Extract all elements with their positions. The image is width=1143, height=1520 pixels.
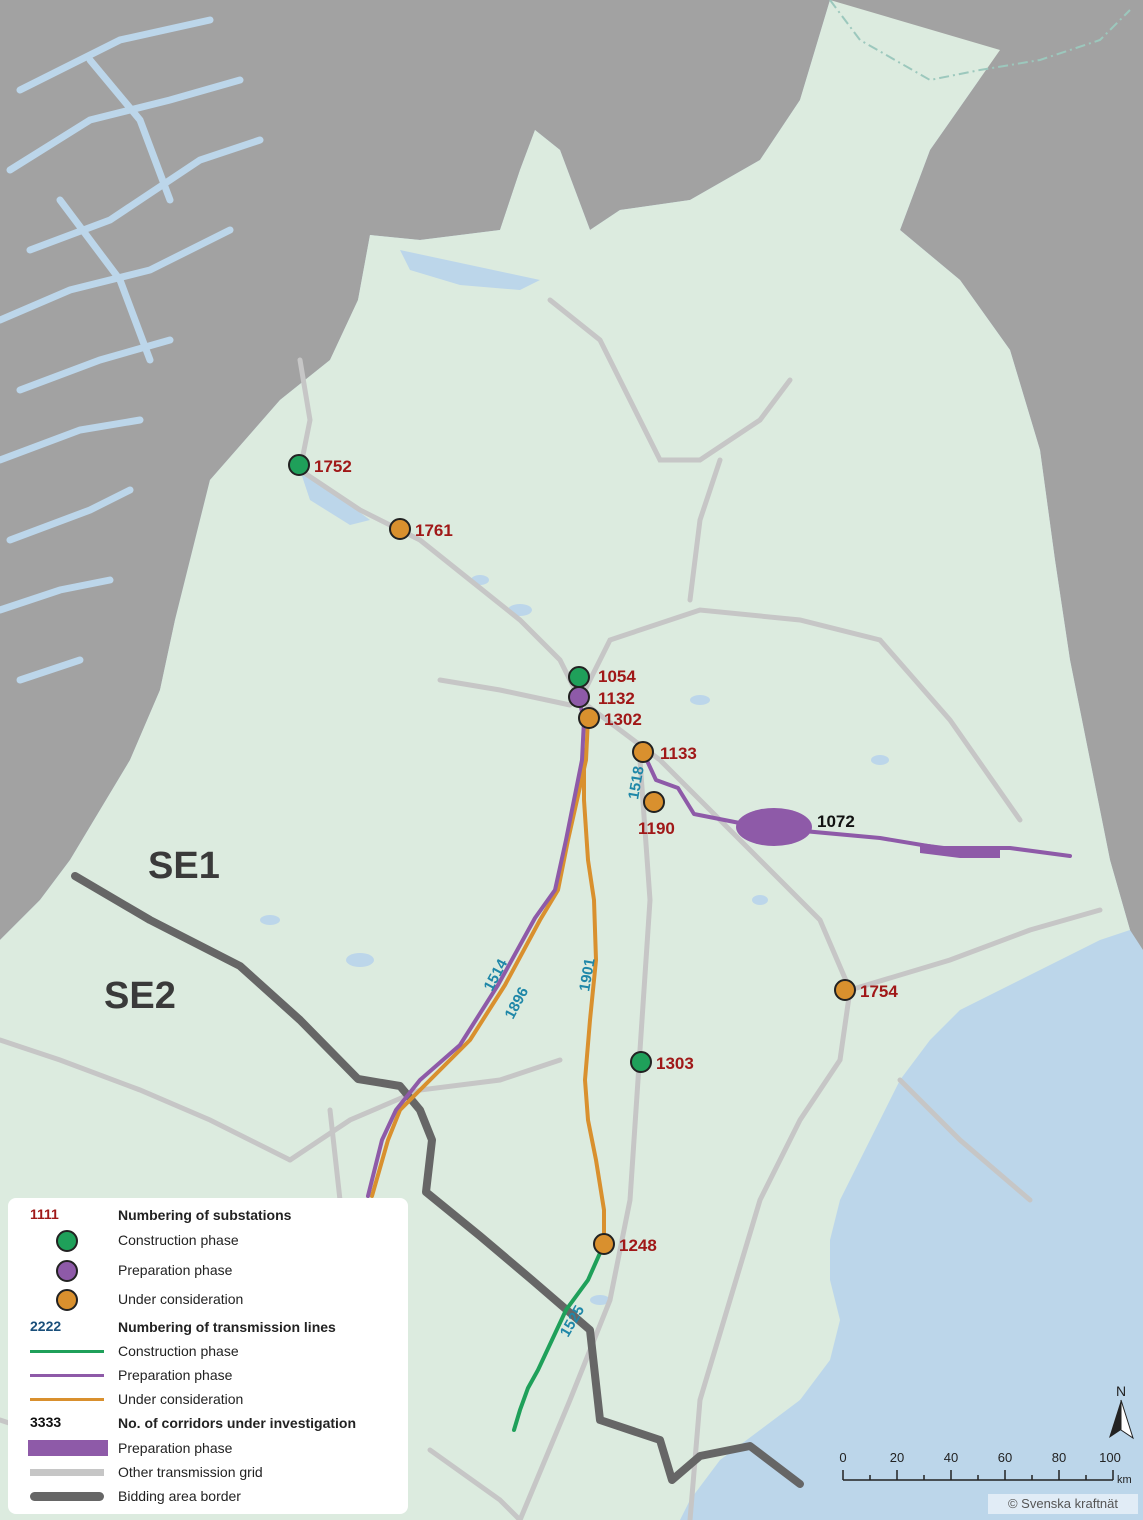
substation-label: 1302 [604, 710, 642, 729]
area-label-se2: SE2 [104, 975, 176, 1017]
substation-label: 1754 [860, 982, 898, 1001]
corridor-1072 [736, 808, 812, 846]
line-label: 1518 [625, 765, 648, 801]
finland-land-east [900, 20, 1143, 950]
scale-tick-label: 100 [1099, 1450, 1121, 1465]
fjords [0, 16, 264, 684]
scale-bar: 0 20 40 60 80 100 km [839, 1450, 1132, 1486]
legend-row: Preparation phase [8, 1259, 408, 1283]
legend-border-swatch [30, 1492, 104, 1501]
north-arrow: N [1109, 1383, 1134, 1440]
north-label: N [1116, 1383, 1126, 1399]
legend-row: 3333 No. of corridors under investigatio… [8, 1412, 408, 1436]
legend-row: 2222 Numbering of transmission lines [8, 1316, 408, 1340]
lines-under-consideration [370, 716, 606, 1246]
substation-marker[interactable] [578, 707, 600, 729]
scale-tick-label: 20 [890, 1450, 904, 1465]
scale-tick-label: 40 [944, 1450, 958, 1465]
lakes [260, 250, 1143, 1520]
legend-line-number-sample: 2222 [30, 1318, 62, 1334]
legend-line-preparation: Preparation phase [118, 1367, 233, 1383]
legend-other-grid: Other transmission grid [118, 1464, 263, 1480]
legend-construction-circle-icon [56, 1230, 78, 1252]
legend-construction-line-swatch [30, 1350, 104, 1353]
legend-line-consideration: Under consideration [118, 1391, 244, 1407]
legend-line-construction: Construction phase [118, 1343, 239, 1359]
legend-corridor-swatch [28, 1440, 108, 1456]
legend-consideration-line-swatch [30, 1398, 104, 1401]
legend-line-heading: Numbering of transmission lines [118, 1319, 336, 1335]
copyright-notice: © Svenska kraftnät [988, 1494, 1138, 1514]
substation-label: 1752 [314, 457, 352, 476]
legend-corridor-heading: No. of corridors under investigation [118, 1415, 357, 1431]
legend-border: Bidding area border [118, 1488, 241, 1504]
legend-row: Preparation phase [8, 1364, 408, 1388]
legend-sub-number-sample: 1111 [30, 1206, 59, 1222]
substation-marker[interactable] [389, 518, 411, 540]
legend-sub-consideration: Under consideration [118, 1291, 244, 1307]
area-label-se1: SE1 [148, 845, 220, 887]
substation-label: 1190 [638, 819, 675, 838]
map-legend: 1111 Numbering of substations Constructi… [8, 1198, 408, 1514]
legend-row: Under consideration [8, 1388, 408, 1412]
substation-marker[interactable] [643, 791, 665, 813]
scale-tick-label: 60 [998, 1450, 1012, 1465]
scale-tick-label: 0 [839, 1450, 846, 1465]
legend-sub-heading: Numbering of substations [118, 1207, 292, 1223]
legend-preparation-line-swatch [30, 1374, 104, 1377]
legend-consideration-circle-icon [56, 1289, 78, 1311]
substation-label: 1248 [619, 1236, 657, 1255]
norway-land [0, 0, 830, 940]
corridor-1072-tail [920, 843, 1000, 858]
legend-row: Construction phase [8, 1340, 408, 1364]
substation-label: 1133 [660, 744, 697, 763]
substation-marker[interactable] [593, 1233, 615, 1255]
substations [288, 454, 856, 1255]
substation-label: 1054 [598, 667, 636, 686]
legend-row: Other transmission grid [8, 1461, 408, 1485]
legend-row: Under consideration [8, 1288, 408, 1312]
corridor-label: 1072 [817, 812, 855, 831]
legend-row: Construction phase [8, 1229, 408, 1253]
legend-preparation-circle-icon [56, 1260, 78, 1282]
national-border [829, 0, 1131, 82]
legend-row: Preparation phase [8, 1437, 408, 1461]
line-construction [512, 1242, 606, 1432]
substation-marker[interactable] [288, 454, 310, 476]
substation-marker[interactable] [834, 979, 856, 1001]
legend-sub-preparation: Preparation phase [118, 1262, 233, 1278]
legend-other-grid-swatch [30, 1469, 104, 1476]
substation-label: 1303 [656, 1054, 694, 1073]
scale-tick-label: 80 [1052, 1450, 1066, 1465]
legend-sub-construction: Construction phase [118, 1232, 239, 1248]
scale-unit: km [1117, 1474, 1132, 1486]
legend-corridor-preparation: Preparation phase [118, 1440, 233, 1456]
substation-marker[interactable] [632, 741, 654, 763]
legend-row: 1111 Numbering of substations [8, 1204, 408, 1228]
bidding-area-border [71, 872, 804, 1488]
substation-marker[interactable] [568, 686, 590, 708]
substation-label: 1761 [415, 521, 453, 540]
substation-marker[interactable] [630, 1051, 652, 1073]
legend-row: Bidding area border [8, 1485, 408, 1509]
line-label: 1901 [576, 957, 599, 993]
substation-label: 1132 [598, 689, 635, 708]
legend-corridor-number-sample: 3333 [30, 1414, 62, 1430]
substation-marker[interactable] [568, 666, 590, 688]
